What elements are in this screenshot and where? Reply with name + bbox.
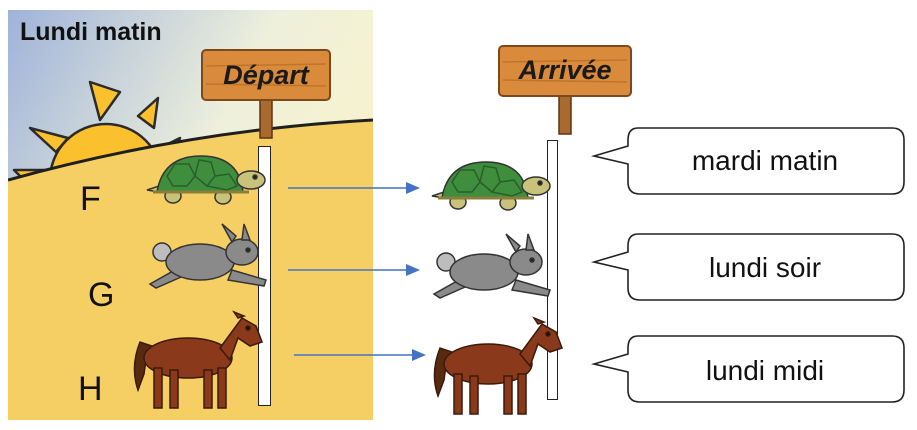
arrival-label-f: mardi matin — [691, 145, 839, 176]
row-letter-g: G — [88, 276, 115, 314]
rabbit-icon — [432, 233, 551, 299]
start-sign-label: Départ — [223, 60, 309, 90]
arrow-icon — [288, 264, 420, 276]
arrow-icon — [288, 182, 420, 194]
day-label: Lundi matin — [20, 18, 162, 46]
start-sign — [201, 49, 331, 139]
row-letter-f: F — [80, 180, 101, 218]
turtle-icon — [146, 155, 266, 205]
arrival-label-h: lundi midi — [705, 355, 825, 386]
arrow-icon — [294, 349, 426, 361]
finish-sign — [498, 45, 632, 135]
finish-sign-label: Arrivée — [518, 55, 612, 85]
row-letter-h: H — [78, 370, 103, 408]
rabbit-icon — [148, 223, 267, 289]
speech-bubble — [590, 335, 905, 403]
finish-line — [547, 140, 558, 400]
arrival-label-g: lundi soir — [708, 252, 822, 283]
horse-icon — [433, 316, 563, 415]
speech-bubble — [590, 233, 905, 301]
turtle-icon — [431, 161, 551, 211]
speech-bubble — [590, 127, 905, 195]
horse-icon — [133, 310, 263, 409]
